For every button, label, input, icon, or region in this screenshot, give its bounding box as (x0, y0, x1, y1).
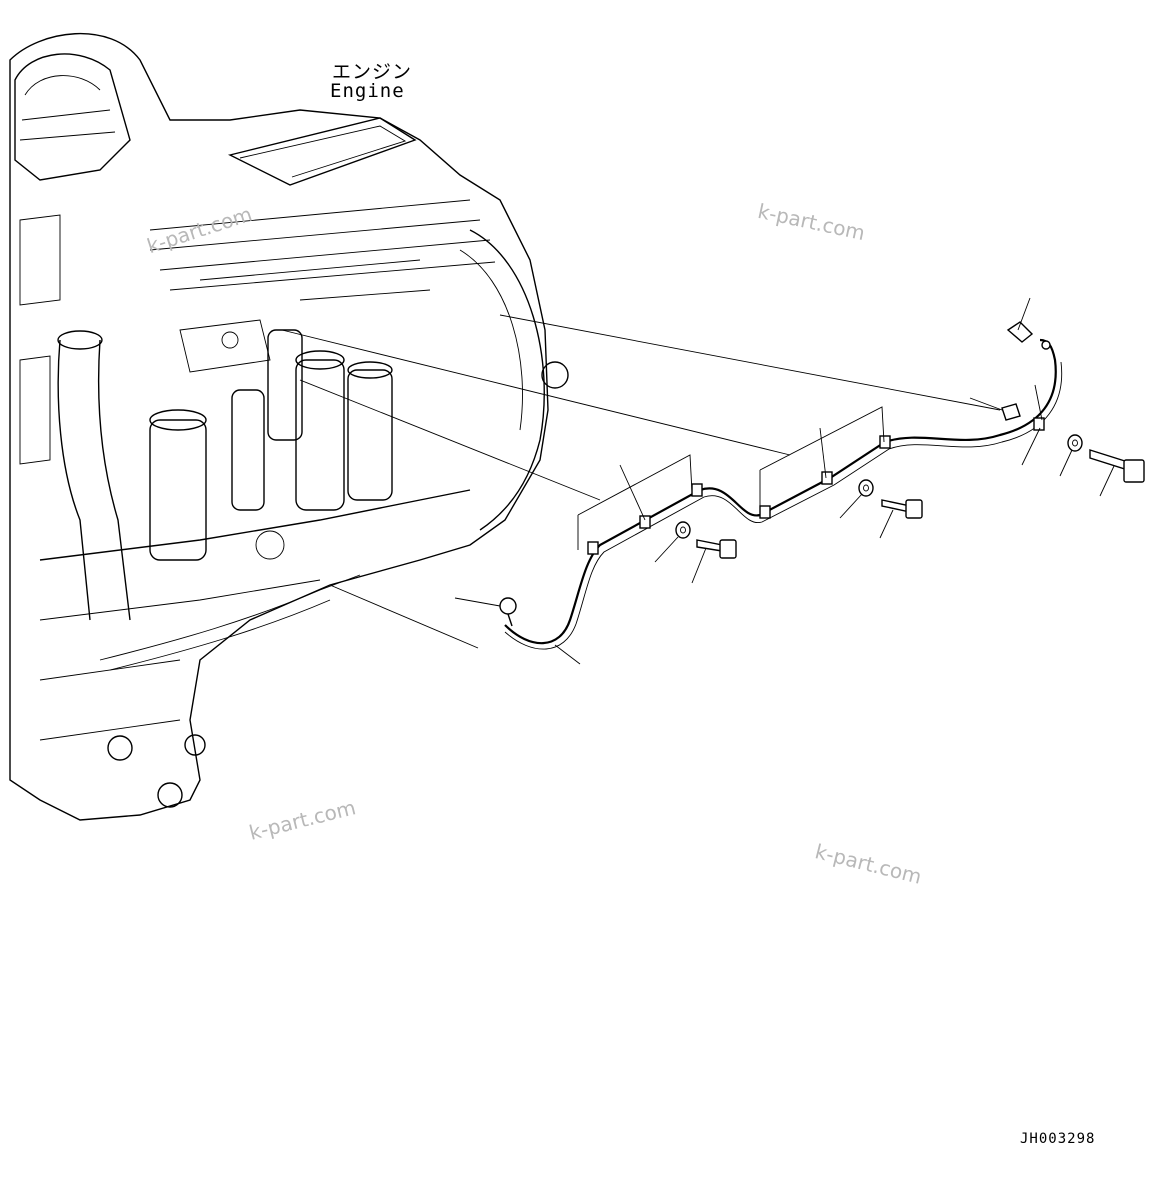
leader-lines (281, 314, 1001, 649)
engine-label-en: Engine (330, 80, 405, 102)
hardware (654, 397, 1145, 584)
engine-body (9, 32, 569, 821)
wiring-harness (454, 297, 1063, 665)
drawing-code: JH003298 (1020, 1131, 1096, 1147)
engine-label-jp: エンジン (332, 61, 413, 83)
